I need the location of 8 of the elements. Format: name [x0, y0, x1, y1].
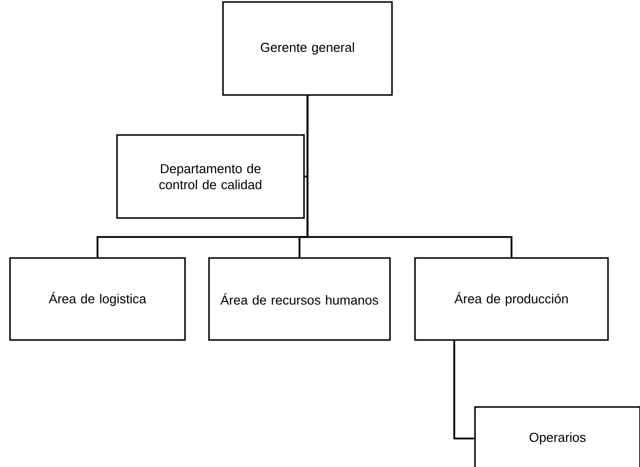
- org-box: Operarios: [474, 406, 640, 467]
- org-box: Gerente general: [222, 1, 393, 96]
- org-box: Departamento de control de calidad: [116, 134, 305, 219]
- org-box: Área de logistica: [9, 257, 186, 341]
- org-box: Área de recursos humanos: [208, 257, 391, 341]
- connector-line: [306, 96, 512, 258]
- connector-line: [453, 340, 474, 440]
- org-box: Área de producción: [414, 257, 609, 341]
